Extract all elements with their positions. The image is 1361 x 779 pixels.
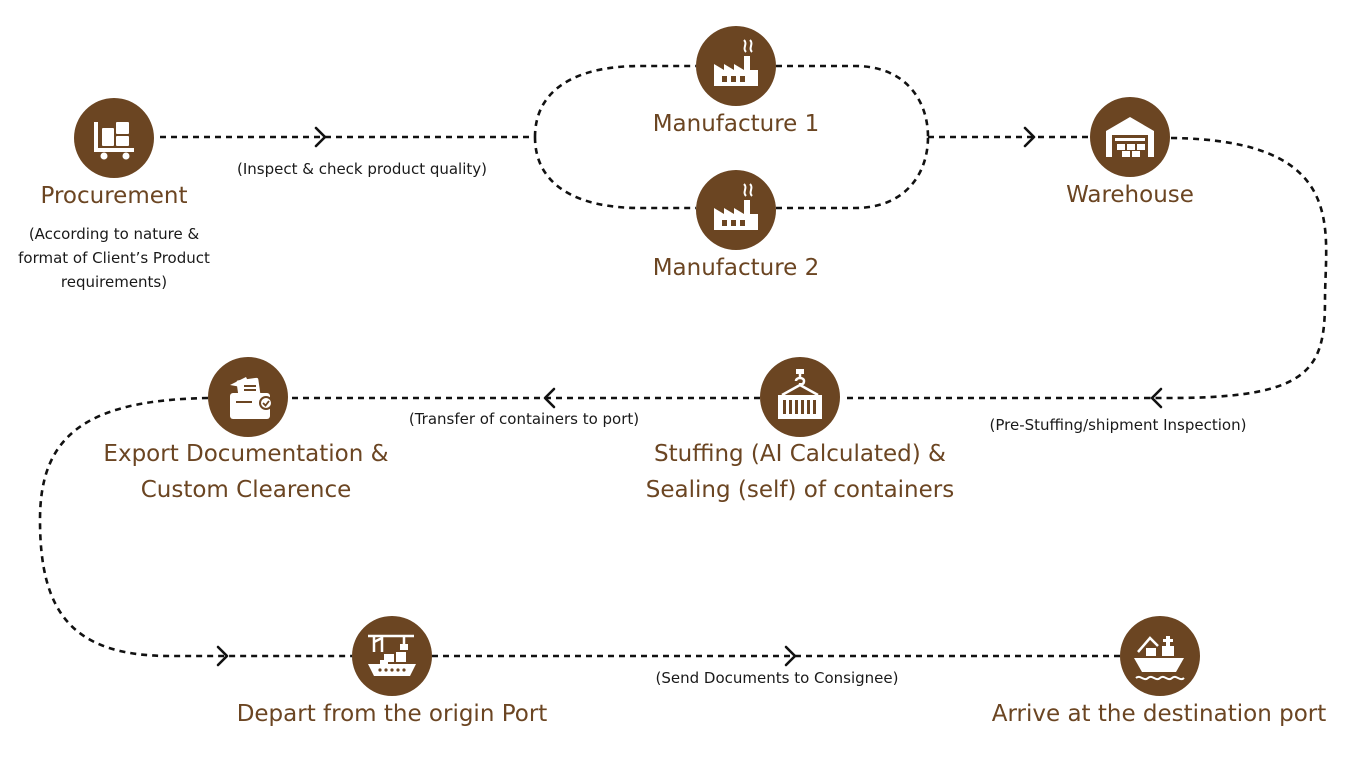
port-crane-ship-icon (352, 616, 432, 696)
arrow-head-transfer (543, 387, 556, 409)
cargo-ship-icon (1120, 616, 1200, 696)
manufacture-2-title: Manufacture 2 (652, 255, 820, 281)
warehouse-title: Warehouse (1066, 182, 1194, 208)
edge-label-send-docs: (Send Documents to Consignee) (655, 669, 899, 687)
warehouse-icon (1090, 97, 1170, 177)
arrive-title: Arrive at the destination port (991, 701, 1327, 727)
export-title-line-2: Custom Clearence (140, 477, 352, 503)
procurement-title: Procurement (40, 183, 188, 209)
container-crane-icon (760, 357, 840, 437)
connector-warehouse-curve (1150, 136, 1328, 400)
connector-export-curve (38, 396, 352, 658)
cart-boxes-icon (74, 98, 154, 178)
edge-label-transfer: (Transfer of containers to port) (408, 410, 640, 428)
procurement-note-line-2: format of Client’s Product (18, 249, 210, 267)
stuffing-title-line-2: Sealing (self) of containers (645, 477, 955, 503)
export-title: Export Documentation & Custom Clearence (76, 436, 416, 508)
connector-loop-top (533, 64, 696, 138)
arrow-head-send-docs (784, 645, 797, 667)
arrow-head-depart (216, 645, 229, 667)
edge-label-pre-stuffing: (Pre-Stuffing/shipment Inspection) (989, 416, 1247, 434)
arrow-head-warehouse (1023, 126, 1036, 148)
procurement-note: (According to nature & format of Client’… (0, 222, 228, 294)
factory-icon (696, 26, 776, 106)
arrow-head-pre-stuffing (1150, 387, 1163, 409)
stuffing-title: Stuffing (AI Calculated) & Sealing (self… (610, 436, 990, 508)
export-title-line-1: Export Documentation & (103, 441, 389, 467)
manufacture-1-title: Manufacture 1 (652, 111, 820, 137)
stuffing-title-line-1: Stuffing (AI Calculated) & (654, 441, 946, 467)
factory-icon (696, 170, 776, 250)
connector-m2-right (776, 136, 930, 210)
arrow-head-inspect (314, 126, 327, 148)
procurement-note-line-1: (According to nature & (28, 225, 200, 243)
documents-icon (208, 357, 288, 437)
procurement-note-line-3: requirements) (60, 273, 168, 291)
connector-m1-right (776, 64, 930, 138)
edge-label-inspect: (Inspect & check product quality) (236, 160, 488, 178)
depart-title: Depart from the origin Port (236, 701, 548, 727)
connector-loop-bottom (533, 136, 696, 210)
